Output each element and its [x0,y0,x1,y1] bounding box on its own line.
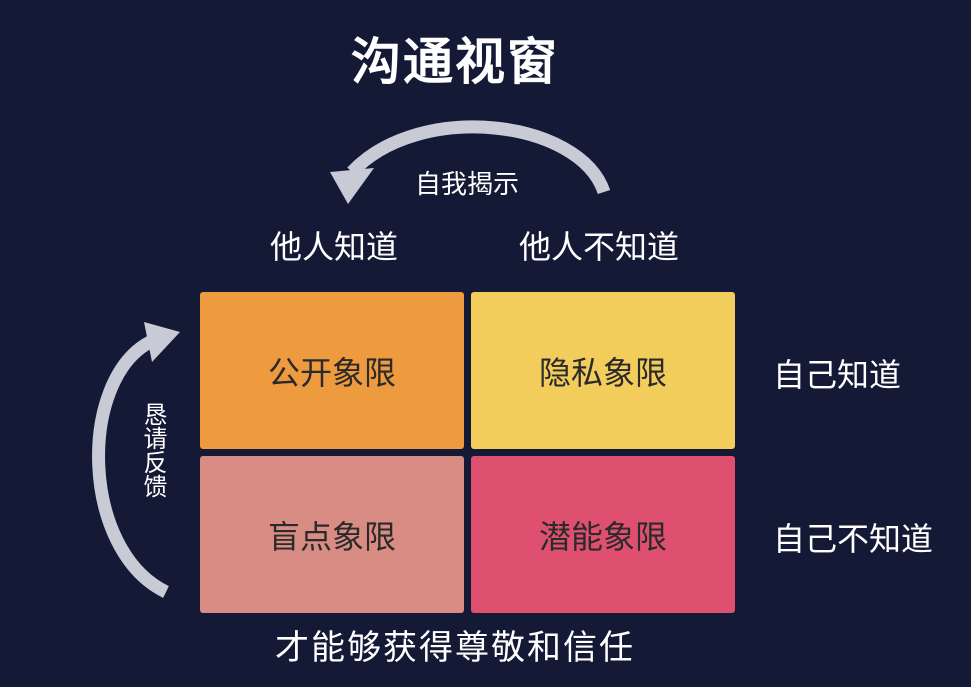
feedback-arrow [92,336,170,598]
diagram-title: 沟通视窗 [351,33,559,91]
quadrant-unknown: 潜能象限 [471,456,735,613]
self-disclosure-arrowhead [330,168,374,204]
quadrant-hidden-label: 隐私象限 [538,353,667,392]
quadrant-open-label: 公开象限 [267,353,396,392]
column-header-others-dont-know: 他人不知道 [519,228,680,266]
quadrant-hidden: 隐私象限 [471,292,735,449]
row-header-self-knows: 自己知道 [773,356,902,394]
quadrant-blind: 盲点象限 [200,456,464,613]
quadrant-unknown-label: 潜能象限 [538,517,667,556]
feedback-label: 恳请反馈 [139,402,167,498]
quadrant-blind-label: 盲点象限 [267,517,396,556]
quadrant-open: 公开象限 [200,292,464,449]
column-header-others-know: 他人知道 [270,228,399,266]
footer-caption: 才能够获得尊敬和信任 [275,628,635,668]
feedback-arrowhead [144,322,180,362]
self-disclosure-label: 自我揭示 [415,170,520,200]
self-disclosure-arrow [347,120,611,195]
row-header-self-doesnt-know: 自己不知道 [773,520,934,558]
